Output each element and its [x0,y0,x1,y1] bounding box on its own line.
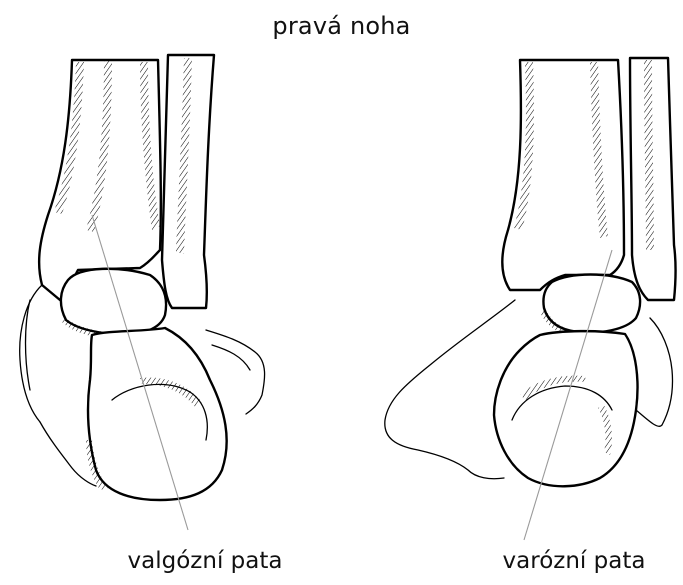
caption-valgus-heel: valgózní pata [100,548,310,574]
varus-heel-drawing [385,58,676,540]
valgus-heel-drawing [20,55,265,530]
caption-varus-heel: varózní pata [474,548,674,574]
